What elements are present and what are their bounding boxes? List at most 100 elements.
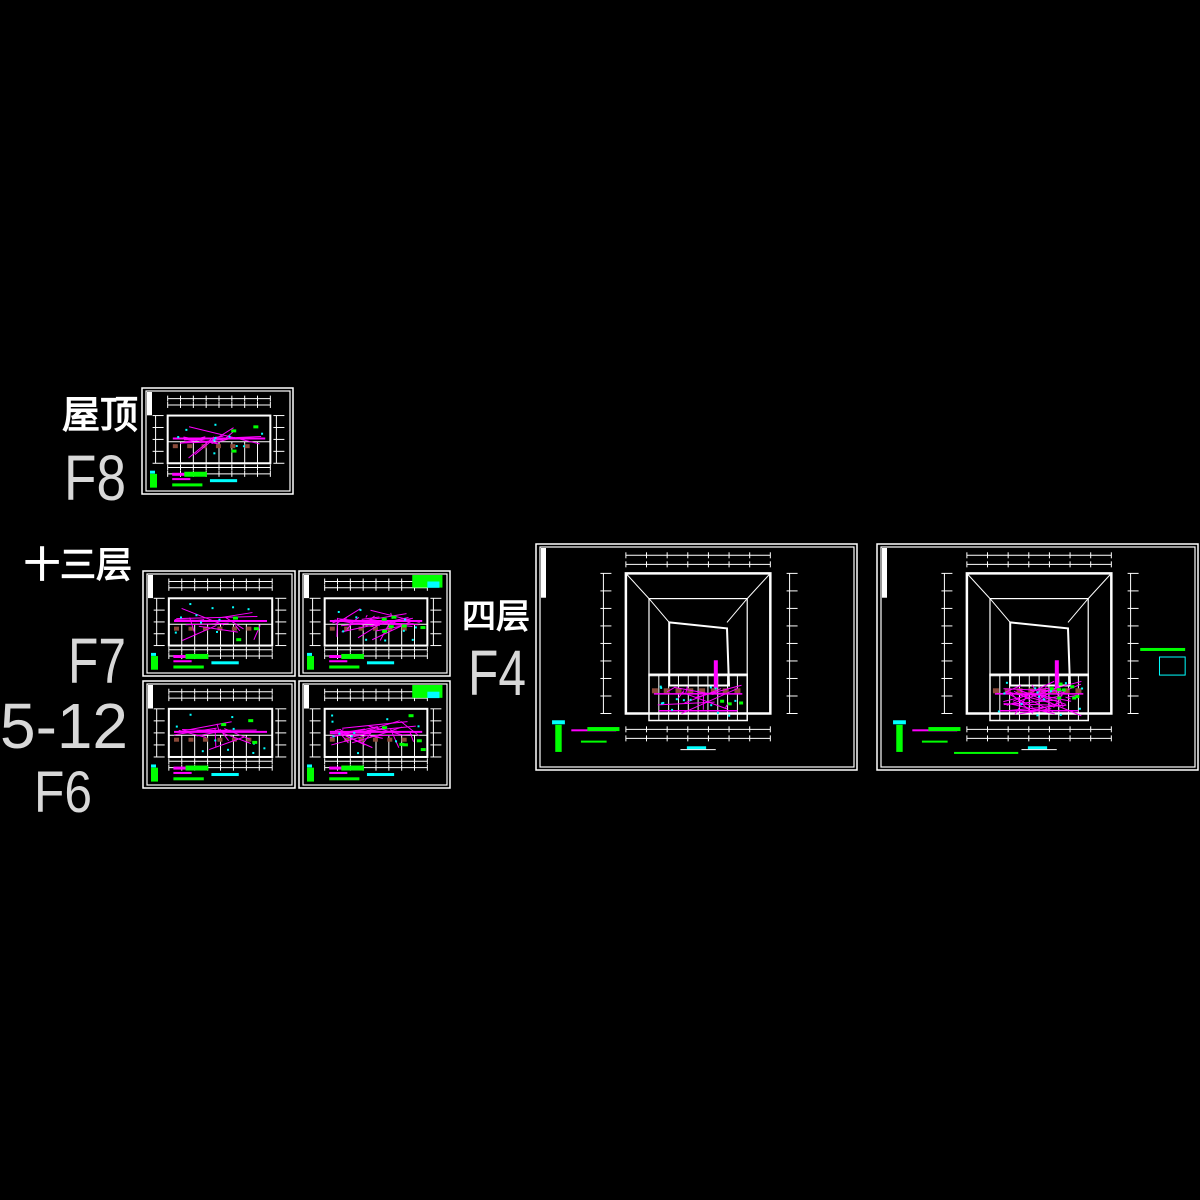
- label-roof-code: F8: [64, 442, 126, 514]
- valve-marker: [417, 725, 420, 728]
- sanitary-fixture: [663, 688, 670, 694]
- sheet-floor13-plan-a[interactable]: [142, 570, 296, 677]
- sanitary-fixture: [172, 444, 178, 449]
- pipe-line: [1030, 687, 1048, 692]
- valve-marker: [365, 638, 368, 641]
- valve-marker: [189, 713, 192, 716]
- legend-pipe: [329, 660, 348, 663]
- sanitary-fixture: [699, 688, 706, 694]
- legend-pipe: [173, 771, 192, 774]
- title-strip: [148, 575, 153, 599]
- valve-marker: [201, 750, 204, 753]
- pipe-line: [182, 624, 217, 641]
- legend-block: [896, 724, 903, 752]
- sheet-inner-border: [146, 683, 293, 786]
- legend-text: [341, 765, 364, 771]
- legend-text: [172, 483, 203, 487]
- pipe-line: [253, 625, 261, 640]
- pipe-line: [345, 735, 366, 746]
- pipe-riser: [713, 660, 718, 689]
- valve-marker: [261, 432, 264, 435]
- sanitary-fixture: [1016, 688, 1023, 694]
- sheet-floor4-plan-a[interactable]: [535, 543, 858, 771]
- drawing-title: [366, 773, 395, 777]
- valve-marker: [252, 751, 255, 754]
- sheet-roof-plan[interactable]: [141, 387, 294, 495]
- pipe-line: [208, 736, 245, 751]
- pipe-line: [1003, 699, 1058, 706]
- equipment-tag: [1056, 688, 1061, 692]
- equipment-tag: [1075, 695, 1080, 699]
- valve-marker: [1005, 681, 1008, 684]
- legend-pipe: [329, 771, 348, 774]
- sanitary-fixture: [329, 626, 335, 631]
- equipment-tag: [1070, 685, 1075, 689]
- valve-marker: [218, 618, 221, 621]
- sanitary-fixture: [202, 626, 208, 631]
- equipment-tag: [382, 629, 388, 633]
- pipe-line: [336, 729, 339, 731]
- equipment-tag: [232, 616, 238, 620]
- valve-marker: [232, 727, 235, 730]
- detail-note: [427, 581, 440, 588]
- floor-plan-outline: [167, 707, 274, 758]
- sanitary-fixture: [1040, 688, 1047, 694]
- floor-plan-outline: [323, 707, 429, 758]
- hip-line: [1087, 573, 1112, 599]
- sheet-inner-border: [539, 546, 855, 768]
- equipment-tag: [739, 701, 744, 705]
- valve-marker: [211, 607, 214, 610]
- pipe-riser: [1054, 660, 1059, 689]
- sanitary-fixture: [231, 737, 237, 742]
- pipe-line: [341, 616, 409, 633]
- valve-marker: [214, 739, 217, 742]
- sheet-floor5-12-plan-a[interactable]: [142, 680, 296, 789]
- legend-text: [329, 777, 360, 781]
- equipment-tag: [408, 714, 414, 718]
- legend-block: [555, 724, 562, 752]
- valve-marker: [1036, 691, 1039, 694]
- equipment-tag: [253, 627, 259, 631]
- legend-text: [173, 777, 204, 781]
- equipment-tag: [1049, 687, 1054, 691]
- sheet-floor13-plan-b[interactable]: [298, 570, 451, 677]
- valve-marker: [214, 423, 217, 426]
- legend-header: [150, 470, 155, 474]
- legend-text: [329, 665, 360, 669]
- pipe-line: [222, 732, 252, 744]
- legend-text: [580, 740, 607, 743]
- legend-block: [151, 767, 158, 782]
- valve-marker: [411, 638, 414, 641]
- legend-text: [587, 727, 620, 732]
- valve-marker: [177, 436, 180, 439]
- pipe-line: [188, 426, 260, 445]
- sanitary-fixture: [992, 688, 999, 694]
- valve-marker: [263, 747, 266, 750]
- legend-text: [185, 765, 209, 771]
- pipe-line: [1011, 703, 1055, 715]
- sheet-inner-border: [880, 546, 1196, 768]
- equipment-tag: [391, 615, 397, 619]
- sanitary-fixture: [246, 737, 252, 742]
- pipe-line: [372, 734, 413, 737]
- sanitary-fixture: [202, 737, 208, 742]
- legend-block: [307, 656, 314, 670]
- valve-marker: [174, 631, 177, 634]
- legend-block: [151, 656, 158, 670]
- sheet-floor5-12-plan-b[interactable]: [298, 680, 451, 789]
- hip-line: [989, 598, 1011, 623]
- pipe-line: [219, 612, 253, 619]
- valve-marker: [357, 752, 360, 755]
- sheet-floor4-plan-b[interactable]: [876, 543, 1199, 771]
- valve-marker: [353, 731, 356, 734]
- label-floor13-code: F7: [68, 625, 126, 697]
- valve-marker: [213, 439, 216, 442]
- sanitary-fixture: [1063, 688, 1070, 694]
- sanitary-fixture: [651, 688, 658, 694]
- equipment-tag: [1072, 696, 1077, 700]
- pipe-line: [351, 622, 398, 625]
- sanitary-fixture: [401, 626, 407, 631]
- legend-header: [307, 764, 312, 768]
- valve-marker: [728, 714, 731, 717]
